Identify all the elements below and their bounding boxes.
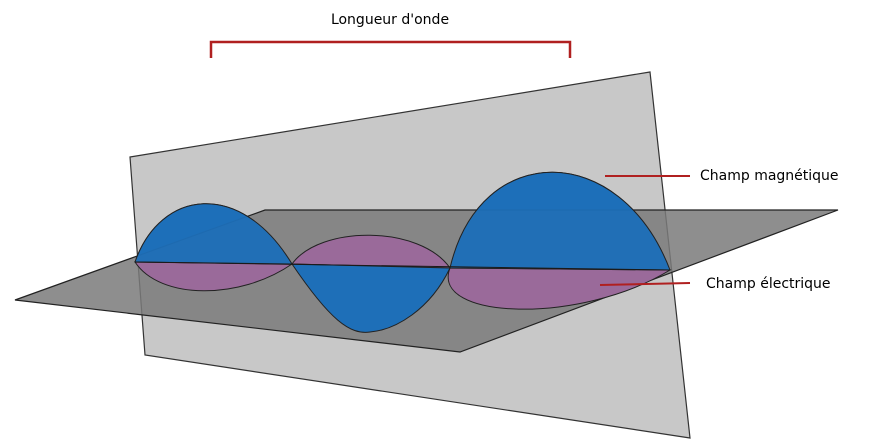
electric-wave-lobe-1 [134,261,294,292]
electric-field-label: Champ électrique [706,276,831,292]
electric-wave-lobe-3 [447,267,672,310]
propagation-axis [134,261,671,271]
magnetic-wave-lobe-3-front [449,171,671,271]
wavelength-bracket [209,40,572,58]
magnetic-wave-lobe-2 [291,263,451,333]
wavelength-label: Longueur d'onde [331,12,449,28]
magnetic-wave-lobe-1-front [134,203,293,265]
magnetic-field-label: Champ magnétique [700,168,839,184]
electric-leader-line [599,282,691,286]
electric-wave-lobe-2 [291,234,451,269]
